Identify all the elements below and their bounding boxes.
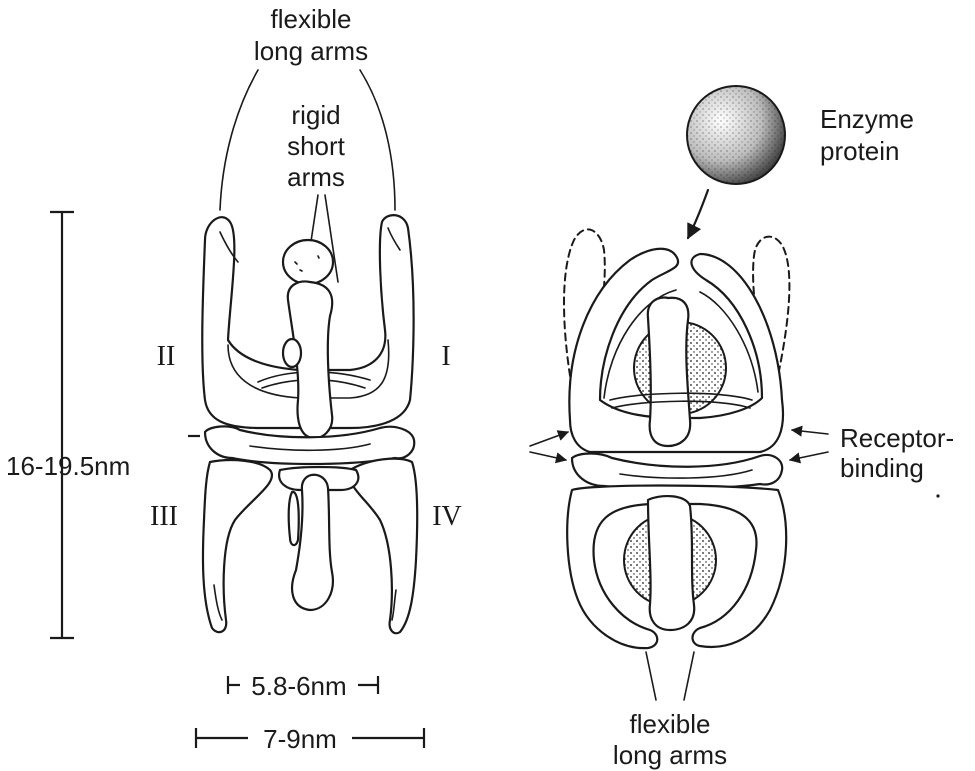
upper-center-arm [648,298,690,446]
right-molecule [530,86,940,700]
label-rigid-2: short [287,131,346,161]
receptor-arrow-left-1 [530,432,568,446]
label-domain-iv: IV [432,501,462,532]
label-outer-width-dim: 7-9nm [263,724,337,754]
label-flexible-top-1: flexible [271,4,352,34]
leader-line-right-arm [360,70,395,210]
label-domain-ii: II [157,341,176,372]
label-inner-width-dim: 5.8-6nm [251,671,346,701]
enzyme-arrow [688,190,708,238]
leader-line-bottom-right [684,652,694,700]
label-enzyme-1: Enzyme [820,104,914,134]
receptor-arrow-right-1 [792,430,828,434]
leader-line-left-arm [220,70,258,210]
receptor-arrow-left-2 [530,452,566,460]
height-dimension [50,212,200,638]
receptor-arrow-right-2 [790,452,828,460]
label-domain-iii: III [150,501,178,532]
leader-line-bottom-left [646,652,656,700]
label-flexible-top-2: long arms [254,36,368,66]
lower-small-stub [289,492,299,545]
label-height-dim: 16-19.5nm [6,451,130,481]
label-domain-i: I [441,341,450,372]
lower-frame-right [349,459,417,634]
label-receptor-1: Receptor- [840,423,954,453]
label-enzyme-2: protein [820,136,900,166]
label-rigid-3: arms [287,162,345,192]
label-receptor-2: binding [840,453,924,483]
label-rigid-1: rigid [291,100,340,130]
enzyme-sphere-stipple [687,86,785,184]
label-flexible-bottom-1: flexible [630,709,711,739]
stray-dot [936,494,939,497]
short-arm-knob [283,240,333,284]
label-flexible-bottom-2: long arms [613,740,727,770]
short-arm-ball [283,339,301,367]
lower-center-arm [648,496,694,630]
lower-frame [203,460,272,632]
